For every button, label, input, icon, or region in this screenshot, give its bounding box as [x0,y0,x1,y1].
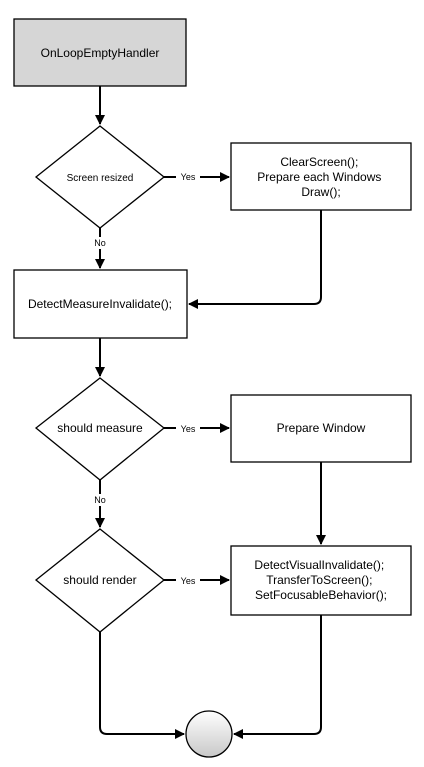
start-label: OnLoopEmptyHandler [41,46,160,60]
edge-label-bg-no-1 [89,237,111,249]
edge-label-no-2: No [94,495,106,505]
edge-labels: Yes No Yes No Yes [89,171,200,587]
decision-diamond-screen-resized [34,125,166,229]
process-box-prepare-window [230,394,412,463]
edge-label-bg-no-2 [89,494,111,506]
process-text-prepare-window: Prepare Window [277,421,366,435]
edge-label-bg-yes-3 [176,575,200,587]
edge-label-yes-3: Yes [181,576,196,586]
edge-clear-screen-to-detect-measure [188,210,322,309]
edge-detect-visual-to-end [233,615,322,739]
process-text-detect-visual: DetectVisualInvalidate(); TransferToScre… [254,558,387,602]
process-line-detect-visual-2: TransferToScreen(); [266,573,372,587]
process-detect-visual: DetectVisualInvalidate(); TransferToScre… [230,545,412,616]
process-prepare-window: Prepare Window [230,394,412,463]
end-node [185,710,233,758]
edge-label-yes-1: Yes [181,172,196,182]
process-line-detect-visual-1: DetectVisualInvalidate(); [254,558,384,572]
decision-label-should-render: should render [63,573,136,587]
process-line-clear-screen-2: Prepare each Windows [257,170,381,184]
process-line-clear-screen-1: ClearScreen(); [280,155,358,169]
start-box [13,18,187,87]
process-clear-screen: ClearScreen(); Prepare each Windows Draw… [230,142,412,211]
process-text-clear-screen: ClearScreen(); Prepare each Windows Draw… [257,155,384,199]
process-box-clear-screen [230,142,412,211]
process-text-detect-measure: DetectMeasureInvalidate(); [28,297,172,311]
edge-label-no-1: No [94,238,106,248]
decision-screen-resized: Screen resized [34,125,166,229]
start-node: OnLoopEmptyHandler [13,18,187,87]
edge-should-render-to-end [99,632,185,739]
decision-should-measure: should measure [34,377,166,481]
decision-label-should-measure: should measure [57,421,143,435]
process-line-clear-screen-3: Draw(); [301,185,340,199]
edge-label-bg-yes-1 [176,171,200,183]
process-detect-measure: DetectMeasureInvalidate(); [13,269,188,339]
decision-should-render: should render [34,528,166,633]
edge-label-bg-yes-2 [176,423,200,435]
decision-label-screen-resized: Screen resized [67,173,134,184]
decision-diamond-should-measure [34,377,166,481]
process-line-detect-visual-3: SetFocusableBehavior(); [255,588,387,602]
end-circle [185,710,233,758]
process-box-detect-visual [230,545,412,616]
edge-label-yes-2: Yes [181,424,196,434]
process-box-detect-measure [13,269,188,339]
decision-diamond-should-render [34,528,166,633]
